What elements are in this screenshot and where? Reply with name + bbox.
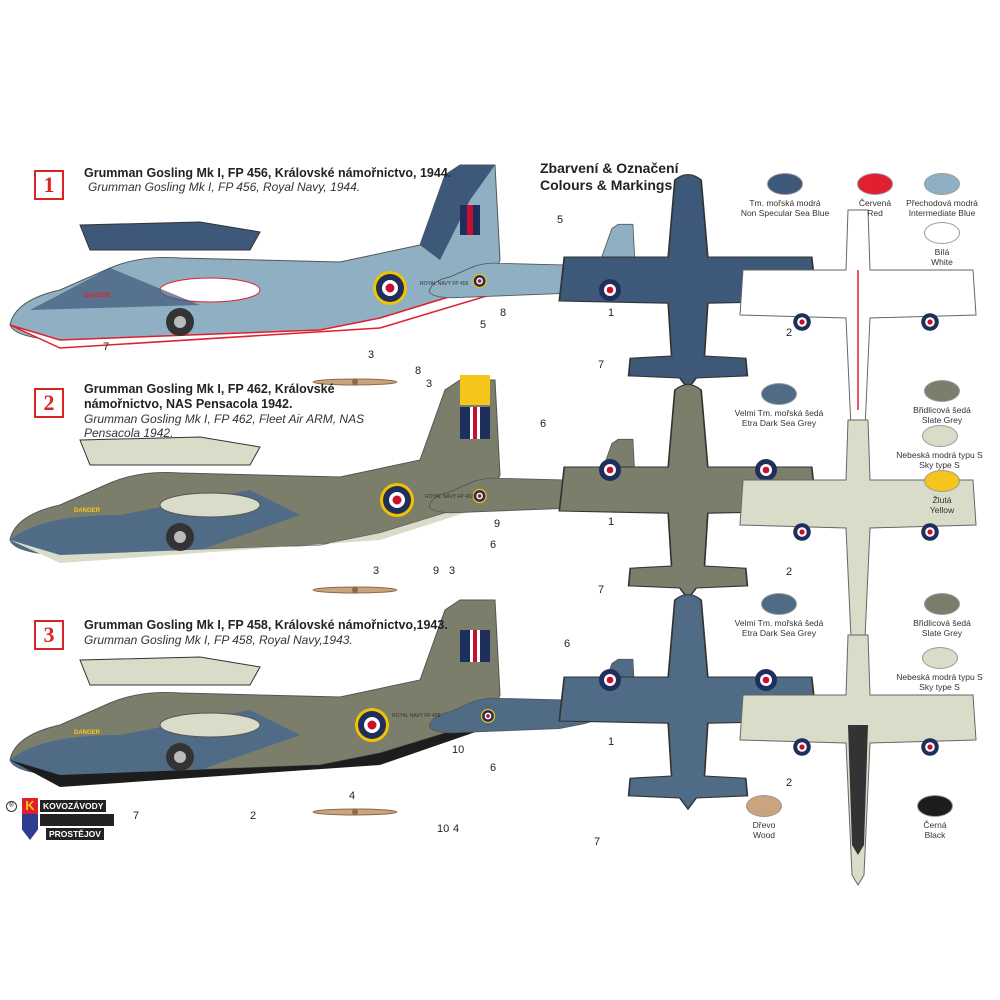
callout: 5 <box>557 214 563 226</box>
logo-middle-bar <box>40 814 114 826</box>
callout: 4 <box>453 823 459 835</box>
callout: 4 <box>349 790 355 802</box>
callout: 10 <box>452 744 464 756</box>
callout: 7 <box>103 341 109 353</box>
scheme-1-title-en: Grumman Gosling Mk I, FP 456, Royal Navy… <box>88 180 361 194</box>
swatch-chip <box>761 593 797 615</box>
swatch-chip <box>924 222 960 244</box>
logo-bottom-text: PROSTĚJOV <box>46 828 104 840</box>
callout: 7 <box>594 836 600 848</box>
propeller-2 <box>312 586 398 594</box>
scheme-number-2: 2 <box>34 388 64 418</box>
callout: 3 <box>426 378 432 390</box>
callout: 9 <box>433 565 439 577</box>
swatch-chip <box>746 795 782 817</box>
scheme-1-title-cz: Grumman Gosling Mk I, FP 456, Královské … <box>84 166 452 180</box>
callout: 2 <box>786 327 792 339</box>
swatch-chip <box>857 173 893 195</box>
swatch-chip <box>924 470 960 492</box>
callout: 6 <box>490 539 496 551</box>
callouts: 5 8 7 3 5 8 3 7 1 2 6 9 3 6 9 3 7 1 2 6 … <box>103 214 792 848</box>
callout: 2 <box>786 777 792 789</box>
callout: 8 <box>500 307 506 319</box>
scheme-number-1: 1 <box>34 170 64 200</box>
callout: 7 <box>598 359 604 371</box>
callout: 6 <box>540 418 546 430</box>
colours-heading: Zbarvení & Označení Colours & Markings <box>540 160 678 194</box>
callout: 5 <box>480 319 486 331</box>
callout: 1 <box>608 516 614 528</box>
callout: 6 <box>564 638 570 650</box>
callout: 7 <box>598 584 604 596</box>
callout: 6 <box>490 762 496 774</box>
propeller-1 <box>312 378 398 386</box>
callout: 2 <box>786 566 792 578</box>
swatch-chip <box>767 173 803 195</box>
swatch-chip <box>924 173 960 195</box>
danger-text-1: DANGER <box>84 293 111 299</box>
propeller-3 <box>312 808 398 816</box>
swatch-chip <box>924 593 960 615</box>
swatch-chip <box>924 380 960 402</box>
underside-view-1 <box>739 209 977 461</box>
callout: 8 <box>415 365 421 377</box>
side-view-scheme-3 <box>9 599 501 787</box>
kovozavody-logo: ® K KOVOZÁVODY PROSTĚJOV <box>6 798 118 842</box>
serial-3: ROYAL NAVY FP 458 <box>392 713 441 719</box>
callout: 9 <box>494 518 500 530</box>
side-view-scheme-1 <box>9 164 501 349</box>
callout: 1 <box>608 736 614 748</box>
callout: 3 <box>373 565 379 577</box>
scheme-3-title-cz: Grumman Gosling Mk I, FP 458, Královské … <box>84 618 448 632</box>
callout: 7 <box>133 810 139 822</box>
registered-icon: ® <box>6 801 17 812</box>
swatch-chip <box>921 425 958 447</box>
swatch-chip <box>917 795 953 817</box>
logo-top-text: KOVOZÁVODY <box>40 800 107 812</box>
callout: 3 <box>449 565 455 577</box>
callout: 1 <box>608 307 614 319</box>
underside-view-3 <box>739 634 977 886</box>
scheme-2-title-cz: Grumman Gosling Mk I, FP 462, Královské … <box>84 382 335 411</box>
heading-cz: Zbarvení & Označení <box>540 160 679 176</box>
heading-en: Colours & Markings <box>540 177 673 193</box>
scheme-number-3: 3 <box>34 620 64 650</box>
serial-2: ROYAL NAVY FP 462 <box>425 494 474 500</box>
callout: 10 <box>437 823 449 835</box>
danger-text-3: DANGER <box>74 730 101 736</box>
serial-1: ROYAL NAVY FP 456 <box>420 281 469 287</box>
callout: 2 <box>250 810 256 822</box>
callout: 3 <box>368 349 374 361</box>
swatch-chip <box>761 383 797 405</box>
danger-text-2: DANGER <box>74 508 101 514</box>
shield-icon: K <box>22 798 38 840</box>
scheme-3-title-en: Grumman Gosling Mk I, FP 458, Royal Navy… <box>84 633 353 647</box>
scheme-2-title-en: Grumman Gosling Mk I, FP 462, Fleet Air … <box>84 412 365 440</box>
swatch-chip <box>921 647 958 669</box>
side-view-scheme-2 <box>9 375 501 563</box>
